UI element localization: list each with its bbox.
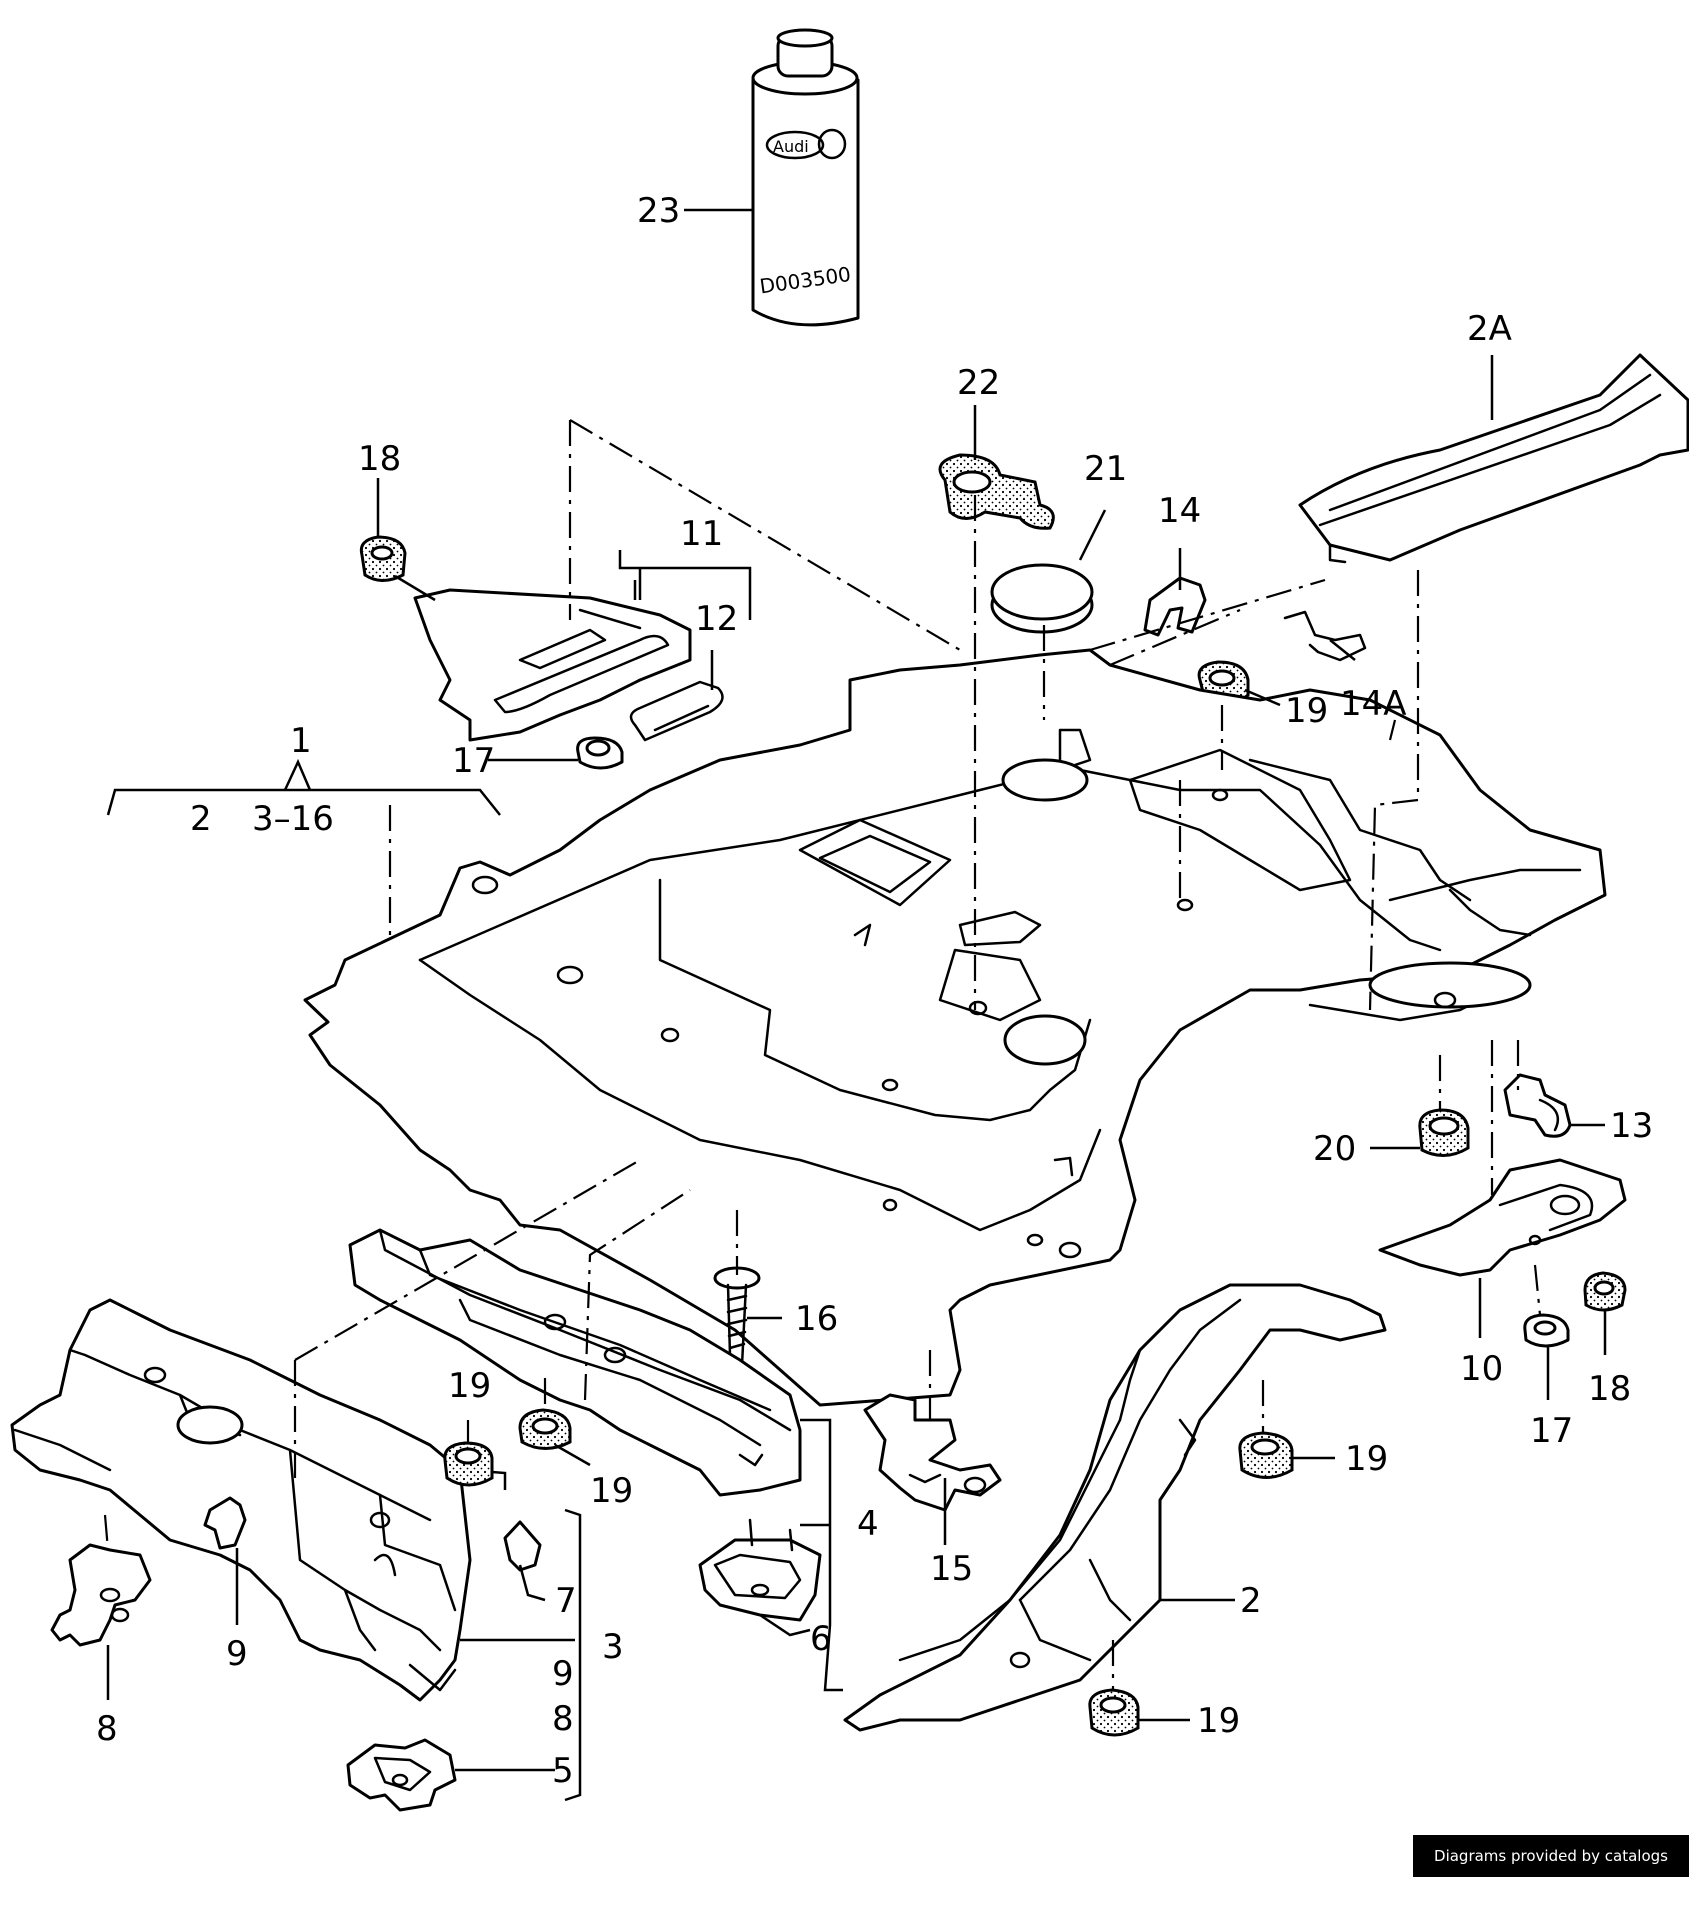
callout-labels: 23 2A 22 21 14 14A 18 11 12 19 17 1 2 3–…: [96, 191, 1653, 1791]
callout-4: 4: [857, 1504, 879, 1544]
callout-12: 12: [695, 599, 738, 639]
callout-14: 14: [1158, 491, 1201, 531]
nut-part-19-bottom: [1088, 1688, 1140, 1737]
callout-3-16: 3–16: [252, 799, 334, 839]
callout-6: 6: [810, 1619, 832, 1659]
callout-9-part: 9: [226, 1634, 248, 1674]
callout-2-group: 2: [190, 799, 212, 839]
bracket-part-6: [698, 1518, 822, 1622]
longitudinal-member-part-3: [10, 1298, 472, 1702]
callout-15: 15: [930, 1549, 973, 1589]
callout-23: 23: [637, 191, 680, 231]
callout-10: 10: [1460, 1349, 1503, 1389]
callout-17-upper: 17: [452, 741, 495, 781]
callout-9-list: 9: [552, 1654, 574, 1694]
callout-8-list: 8: [552, 1699, 574, 1739]
callout-14a: 14A: [1340, 684, 1407, 724]
callout-13: 13: [1610, 1106, 1653, 1146]
clip-part-17-lower: [1523, 1313, 1570, 1348]
callout-3: 3: [602, 1627, 624, 1667]
heat-shield-part-10: [1378, 1158, 1627, 1277]
callout-17-lower: 17: [1530, 1411, 1573, 1451]
callout-16: 16: [795, 1299, 838, 1339]
nut-part-18-upper: [359, 535, 407, 582]
aerosol-can-part: Audi D003500: [751, 28, 860, 327]
nut-part-20: [1418, 1108, 1470, 1157]
callout-2-right: 2: [1240, 1581, 1262, 1621]
bracket-part-5: [346, 1738, 457, 1812]
callout-20: 20: [1313, 1129, 1356, 1169]
clip-part-7: [503, 1520, 542, 1572]
nut-part-19-right: [1238, 1431, 1294, 1479]
clip-part-9: [203, 1496, 247, 1550]
bracket-part-12: [629, 680, 724, 742]
credit-footer: Diagrams provided by catalogs parts: [1413, 1835, 1689, 1907]
longitudinal-member-part-2: [843, 1283, 1387, 1732]
clip-part-17-upper: [576, 736, 624, 770]
plate-part-11: [413, 588, 692, 742]
bracket-part-14a: [1283, 610, 1367, 662]
callout-18-lower: 18: [1588, 1369, 1631, 1409]
callout-21: 21: [1084, 449, 1127, 489]
callout-1: 1: [290, 721, 312, 761]
nut-part-19-left: [443, 1441, 494, 1487]
callout-19-right: 19: [1345, 1439, 1388, 1479]
can-brand-text: Audi: [773, 137, 809, 156]
bracket-part-15: [863, 1393, 1002, 1512]
callout-19-upper: 19: [1285, 691, 1328, 731]
callout-19-bottom: 19: [1197, 1701, 1240, 1741]
callout-8-part: 8: [96, 1709, 118, 1749]
nut-part-18-lower: [1583, 1271, 1627, 1312]
callout-2a: 2A: [1467, 309, 1512, 349]
callout-5: 5: [552, 1751, 574, 1791]
bracket-part-8: [50, 1543, 152, 1647]
nut-part-19-middle: [518, 1408, 572, 1450]
callout-19-near-4: 19: [590, 1471, 633, 1511]
callout-leader-lines: [106, 208, 1607, 1802]
callout-19-near-3: 19: [448, 1366, 491, 1406]
rail-part-2a: [1298, 353, 1689, 564]
callout-7: 7: [555, 1581, 577, 1621]
callout-22: 22: [957, 363, 1000, 403]
floor-pan-part-1: [303, 648, 1607, 1407]
callout-11: 11: [680, 514, 723, 554]
callout-18-upper: 18: [358, 439, 401, 479]
parts-exploded-diagram: Audi D003500: [10, 28, 1689, 1812]
cross-member-part-4: [348, 1228, 802, 1497]
clip-part-14: [1143, 576, 1207, 637]
plug-part-21: [990, 563, 1094, 634]
clip-part-13: [1503, 1073, 1572, 1138]
assembly-guide-lines: [103, 419, 1542, 1690]
grommet-strap-part-22: [938, 453, 1055, 530]
